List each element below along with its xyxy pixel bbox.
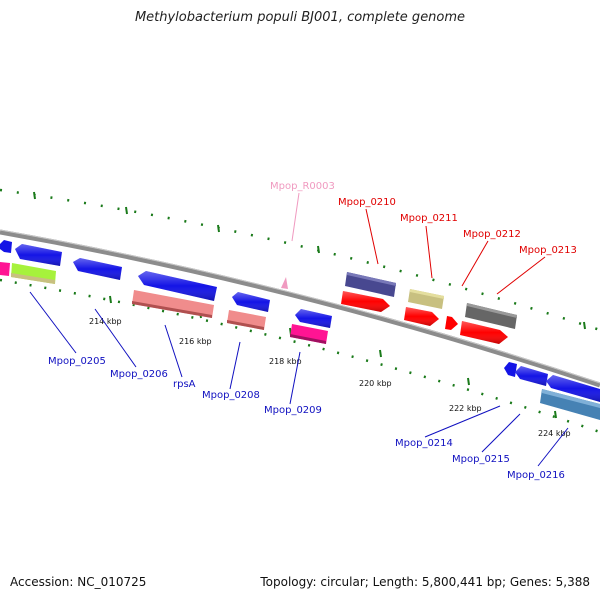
gene-arrow[interactable] <box>11 263 56 284</box>
gene-arrow[interactable] <box>0 262 10 276</box>
gene-label-rpsa[interactable]: rpsA <box>173 379 196 390</box>
backbone <box>0 229 600 388</box>
gene-arrow[interactable] <box>404 307 439 326</box>
gene-label-mpop-0214[interactable]: Mpop_0214 <box>395 438 453 449</box>
leader-lines <box>29 192 569 467</box>
kbp-label: 214 kbp <box>89 317 122 326</box>
gene-label-mpop-r0003[interactable]: Mpop_R0003 <box>270 181 335 192</box>
gene-label-mpop-0216[interactable]: Mpop_0216 <box>507 470 565 481</box>
gene-label-mpop-0215[interactable]: Mpop_0215 <box>452 454 510 465</box>
gene-arrow[interactable] <box>232 292 270 312</box>
gene-arrow[interactable] <box>0 240 12 253</box>
gene-arrow[interactable] <box>465 303 517 329</box>
map-title: Methylobacterium populi BJ001, complete … <box>134 10 466 25</box>
gene-arrow[interactable] <box>132 290 214 318</box>
gene-label-mpop-0205[interactable]: Mpop_0205 <box>48 356 106 367</box>
gene-arrow[interactable] <box>445 316 458 330</box>
kbp-label: 224 kbp <box>538 429 571 438</box>
gene-arrow[interactable] <box>460 321 508 344</box>
inner-track-genes <box>0 262 600 420</box>
accession-label: Accession: NC_010725 <box>10 575 147 589</box>
gene-label-mpop-0213[interactable]: Mpop_0213 <box>519 245 577 256</box>
gene-arrow[interactable] <box>546 375 600 402</box>
kbp-label: 222 kbp <box>449 404 482 413</box>
gene-label-mpop-0208[interactable]: Mpop_0208 <box>202 390 260 401</box>
gene-label-mpop-0211[interactable]: Mpop_0211 <box>400 213 458 224</box>
gene-arrow[interactable] <box>408 289 444 309</box>
gene-arrow[interactable] <box>341 291 390 312</box>
gene-labels: Mpop_0205 Mpop_0206 rpsA Mpop_0208 Mpop_… <box>48 181 577 481</box>
gene-arrow[interactable] <box>295 309 332 328</box>
gene-arrow[interactable] <box>73 258 122 280</box>
outer-tick-ring <box>0 188 600 332</box>
kbp-label: 218 kbp <box>269 357 302 366</box>
gene-label-mpop-0212[interactable]: Mpop_0212 <box>463 229 521 240</box>
kbp-label: 220 kbp <box>359 379 392 388</box>
forward-strand-genes <box>281 272 517 344</box>
major-ticks <box>33 191 586 419</box>
gene-arrow[interactable] <box>540 389 600 420</box>
kbp-label: 216 kbp <box>179 337 212 346</box>
gene-label-mpop-0210[interactable]: Mpop_0210 <box>338 197 396 208</box>
gene-arrow[interactable] <box>138 271 217 301</box>
gene-label-mpop-0206[interactable]: Mpop_0206 <box>110 369 168 380</box>
gene-arrow[interactable] <box>504 362 517 377</box>
gene-arrow[interactable] <box>345 272 396 297</box>
reverse-strand-genes <box>0 240 600 402</box>
gene-arrow[interactable] <box>515 366 548 386</box>
gene-arrow[interactable] <box>281 277 288 289</box>
genome-stats: Topology: circular; Length: 5,800,441 bp… <box>260 575 590 589</box>
gene-arrow[interactable] <box>227 310 266 330</box>
gene-label-mpop-0209[interactable]: Mpop_0209 <box>264 405 322 416</box>
gene-arrow[interactable] <box>290 324 328 344</box>
gene-arrow[interactable] <box>15 244 62 266</box>
